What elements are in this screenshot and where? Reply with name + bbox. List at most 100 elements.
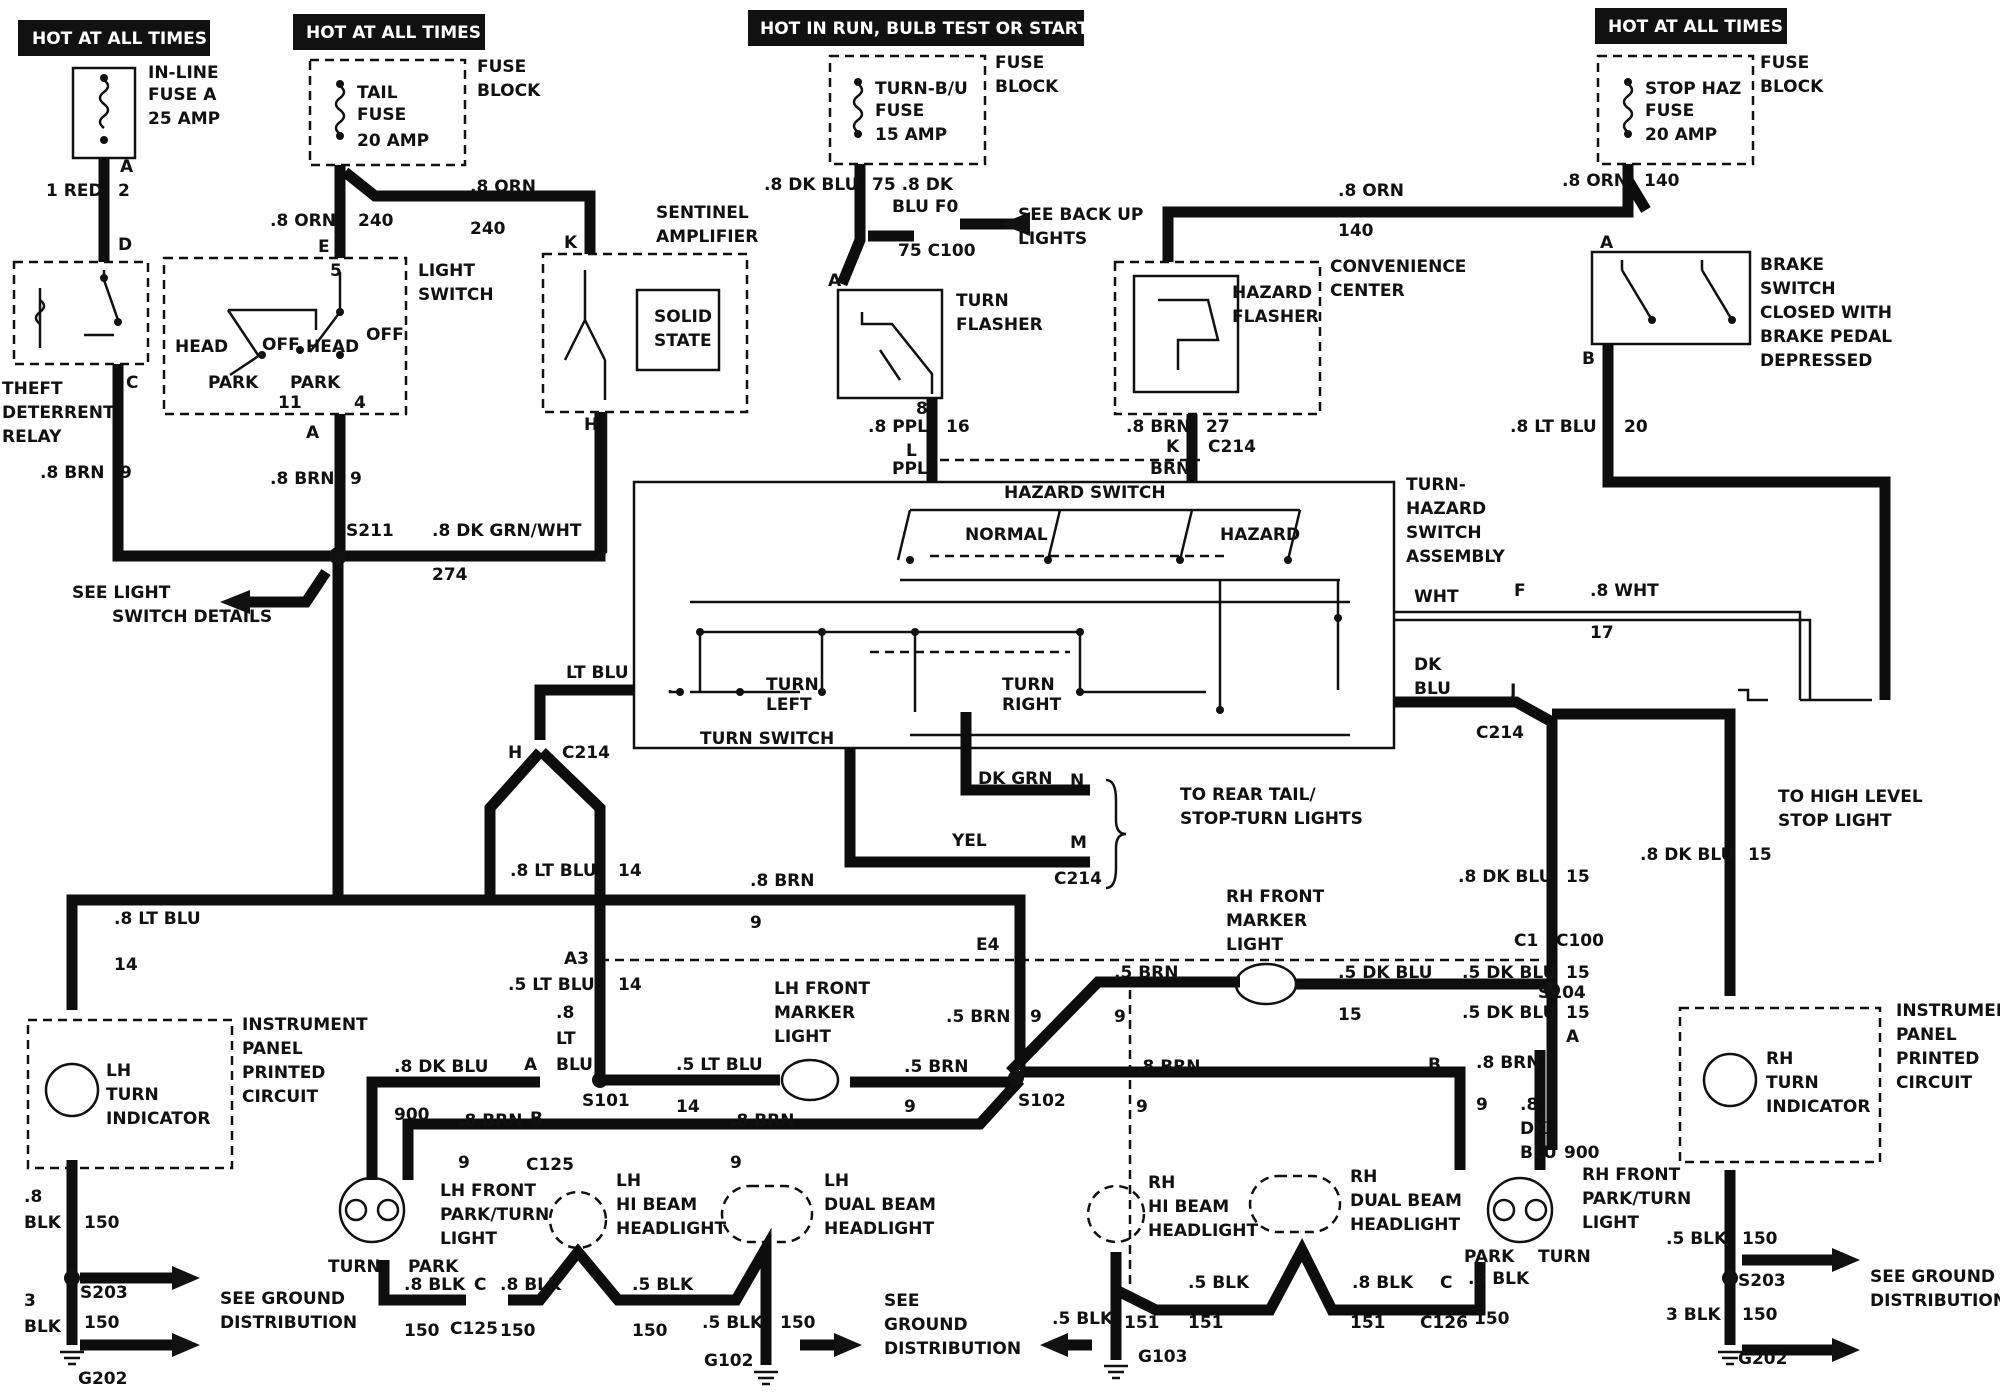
svg-text:.8 ORN: .8 ORN — [270, 211, 336, 231]
hazard-flasher: HAZARD FLASHER CONVENIENCE CENTER — [1113, 257, 1466, 416]
svg-text:15: 15 — [1748, 845, 1772, 865]
svg-text:SWITCH: SWITCH — [418, 285, 494, 305]
svg-text:15: 15 — [1566, 1003, 1590, 1023]
svg-text:RH: RH — [1766, 1049, 1793, 1069]
svg-text:240: 240 — [470, 219, 506, 239]
svg-text:14: 14 — [618, 975, 642, 995]
sentinel-amplifier: SOLID STATE SENTINEL AMPLIFIER — [541, 203, 758, 414]
svg-text:DEPRESSED: DEPRESSED — [1760, 351, 1872, 371]
svg-text:PPL: PPL — [892, 459, 928, 479]
lh-front-marker-light: LH FRONT MARKER LIGHT — [774, 979, 870, 1102]
svg-text:SEE GROUND: SEE GROUND — [1870, 1267, 1995, 1287]
svg-text:LH FRONT: LH FRONT — [440, 1181, 536, 1201]
svg-text:BLU F0: BLU F0 — [892, 197, 959, 217]
svg-text:150: 150 — [1742, 1229, 1778, 1249]
svg-text:15: 15 — [1566, 963, 1590, 983]
svg-text:.5 DK BLU: .5 DK BLU — [1462, 1003, 1556, 1023]
svg-text:H: H — [584, 415, 598, 435]
svg-text:RIGHT: RIGHT — [1002, 695, 1062, 715]
svg-text:HEADLIGHT: HEADLIGHT — [616, 1219, 726, 1239]
svg-text:.8 BLK: .8 BLK — [500, 1275, 562, 1295]
rh-front-marker-light: RH FRONT MARKER LIGHT — [1226, 887, 1325, 1006]
svg-text:9: 9 — [1476, 1095, 1488, 1115]
svg-text:IN-LINE: IN-LINE — [148, 63, 219, 83]
svg-text:PANEL: PANEL — [242, 1039, 303, 1059]
svg-text:20: 20 — [1624, 417, 1648, 437]
svg-text:27: 27 — [1206, 417, 1230, 437]
svg-text:.8 DK BLU: .8 DK BLU — [394, 1057, 488, 1077]
rh-hi-beam-headlight: RH HI BEAM HEADLIGHT — [1086, 1173, 1258, 1244]
svg-text:.8 ORN: .8 ORN — [470, 177, 536, 197]
svg-text:S101: S101 — [582, 1091, 630, 1111]
svg-text:150: 150 — [84, 1313, 120, 1333]
svg-text:A: A — [524, 1055, 538, 1075]
wire-labels: 1 RED 2 .8 ORN 240 .8 ORN 240 .8 BRN 9 .… — [24, 171, 1778, 1341]
svg-text:.5 LT BLU: .5 LT BLU — [508, 975, 595, 995]
svg-text:HAZARD SWITCH: HAZARD SWITCH — [1004, 483, 1166, 503]
svg-text:SWITCH DETAILS: SWITCH DETAILS — [112, 607, 272, 627]
svg-text:151: 151 — [1124, 1313, 1160, 1333]
svg-text:150: 150 — [1742, 1305, 1778, 1325]
svg-text:GROUND: GROUND — [884, 1315, 968, 1335]
svg-text:.5 LT BLU: .5 LT BLU — [676, 1055, 763, 1075]
wires — [66, 158, 1891, 1365]
svg-text:15 AMP: 15 AMP — [875, 125, 947, 145]
notes: SEE LIGHT SWITCH DETAILS SEE BACK UP LIG… — [72, 205, 2000, 1359]
svg-text:B: B — [1582, 349, 1595, 369]
svg-text:THEFT: THEFT — [2, 379, 63, 399]
svg-text:LIGHT: LIGHT — [774, 1027, 831, 1047]
svg-text:9: 9 — [350, 469, 362, 489]
svg-text:.8 BRN: .8 BRN — [1136, 1057, 1200, 1077]
svg-text:HOT IN RUN, BULB TEST OR STAR: HOT IN RUN, BULB TEST OR START — [760, 19, 1089, 39]
svg-text:.8 BRN: .8 BRN — [40, 463, 104, 483]
svg-text:150: 150 — [1474, 1309, 1510, 1329]
svg-text:BLU: BLU — [1414, 679, 1451, 699]
svg-text:20 AMP: 20 AMP — [357, 131, 429, 151]
svg-text:.5 BLK: .5 BLK — [702, 1313, 764, 1333]
svg-text:RH FRONT: RH FRONT — [1582, 1165, 1681, 1185]
svg-text:14: 14 — [676, 1097, 700, 1117]
svg-text:G103: G103 — [1138, 1347, 1187, 1367]
svg-text:.5 DK BLU: .5 DK BLU — [1462, 963, 1556, 983]
svg-text:PARK: PARK — [290, 373, 341, 393]
svg-text:S211: S211 — [346, 521, 394, 541]
svg-text:FUSE: FUSE — [1645, 101, 1694, 121]
svg-text:.8 ORN: .8 ORN — [1562, 171, 1628, 191]
lh-front-park-turn-light: LH FRONT PARK/TURN LIGHT TURN PARK — [328, 1176, 549, 1277]
svg-text:.8 LT BLU: .8 LT BLU — [114, 909, 201, 929]
svg-text:PARK/TURN: PARK/TURN — [1582, 1189, 1691, 1209]
svg-text:DUAL BEAM: DUAL BEAM — [1350, 1191, 1462, 1211]
svg-text:C125: C125 — [526, 1155, 574, 1175]
svg-text:150: 150 — [404, 1321, 440, 1341]
svg-text:AMPLIFIER: AMPLIFIER — [656, 227, 758, 247]
svg-text:BLU: BLU — [556, 1055, 593, 1075]
svg-text:SEE GROUND: SEE GROUND — [220, 1289, 345, 1309]
svg-text:LH: LH — [616, 1171, 641, 1191]
svg-text:RELAY: RELAY — [2, 427, 62, 447]
svg-text:25 AMP: 25 AMP — [148, 109, 220, 129]
svg-text:B: B — [530, 1109, 543, 1129]
svg-text:FUSE: FUSE — [357, 105, 406, 125]
svg-text:G202: G202 — [78, 1369, 127, 1389]
svg-text:HEAD: HEAD — [175, 337, 228, 357]
svg-text:D: D — [118, 235, 132, 255]
svg-text:CONVENIENCE: CONVENIENCE — [1330, 257, 1466, 277]
svg-text:STOP LIGHT: STOP LIGHT — [1778, 811, 1892, 831]
svg-text:CENTER: CENTER — [1330, 281, 1405, 301]
svg-text:S102: S102 — [1018, 1091, 1066, 1111]
svg-text:900: 900 — [394, 1105, 430, 1125]
svg-text:BRAKE: BRAKE — [1760, 255, 1824, 275]
svg-text:.8: .8 — [556, 1003, 574, 1023]
lh-instrument-panel: LH TURN INDICATOR INSTRUMENT PANEL PRINT… — [26, 1015, 368, 1170]
svg-text:.8 BRN: .8 BRN — [1126, 417, 1190, 437]
svg-text:TURN: TURN — [1538, 1247, 1591, 1267]
svg-text:1 RED: 1 RED — [46, 181, 103, 201]
svg-text:PARK: PARK — [408, 1257, 459, 1277]
svg-text:TO HIGH LEVEL: TO HIGH LEVEL — [1778, 787, 1923, 807]
connector-labels: A D C E 5 4 11 K H A A 8 A B L K C214 F … — [118, 157, 1614, 1339]
lh-dual-beam-headlight: LH DUAL BEAM HEADLIGHT — [720, 1171, 936, 1244]
svg-text:20 AMP: 20 AMP — [1645, 125, 1717, 145]
svg-text:BRAKE PEDAL: BRAKE PEDAL — [1760, 327, 1892, 347]
svg-text:DK: DK — [1520, 1119, 1548, 1139]
svg-text:HAZARD: HAZARD — [1406, 499, 1486, 519]
